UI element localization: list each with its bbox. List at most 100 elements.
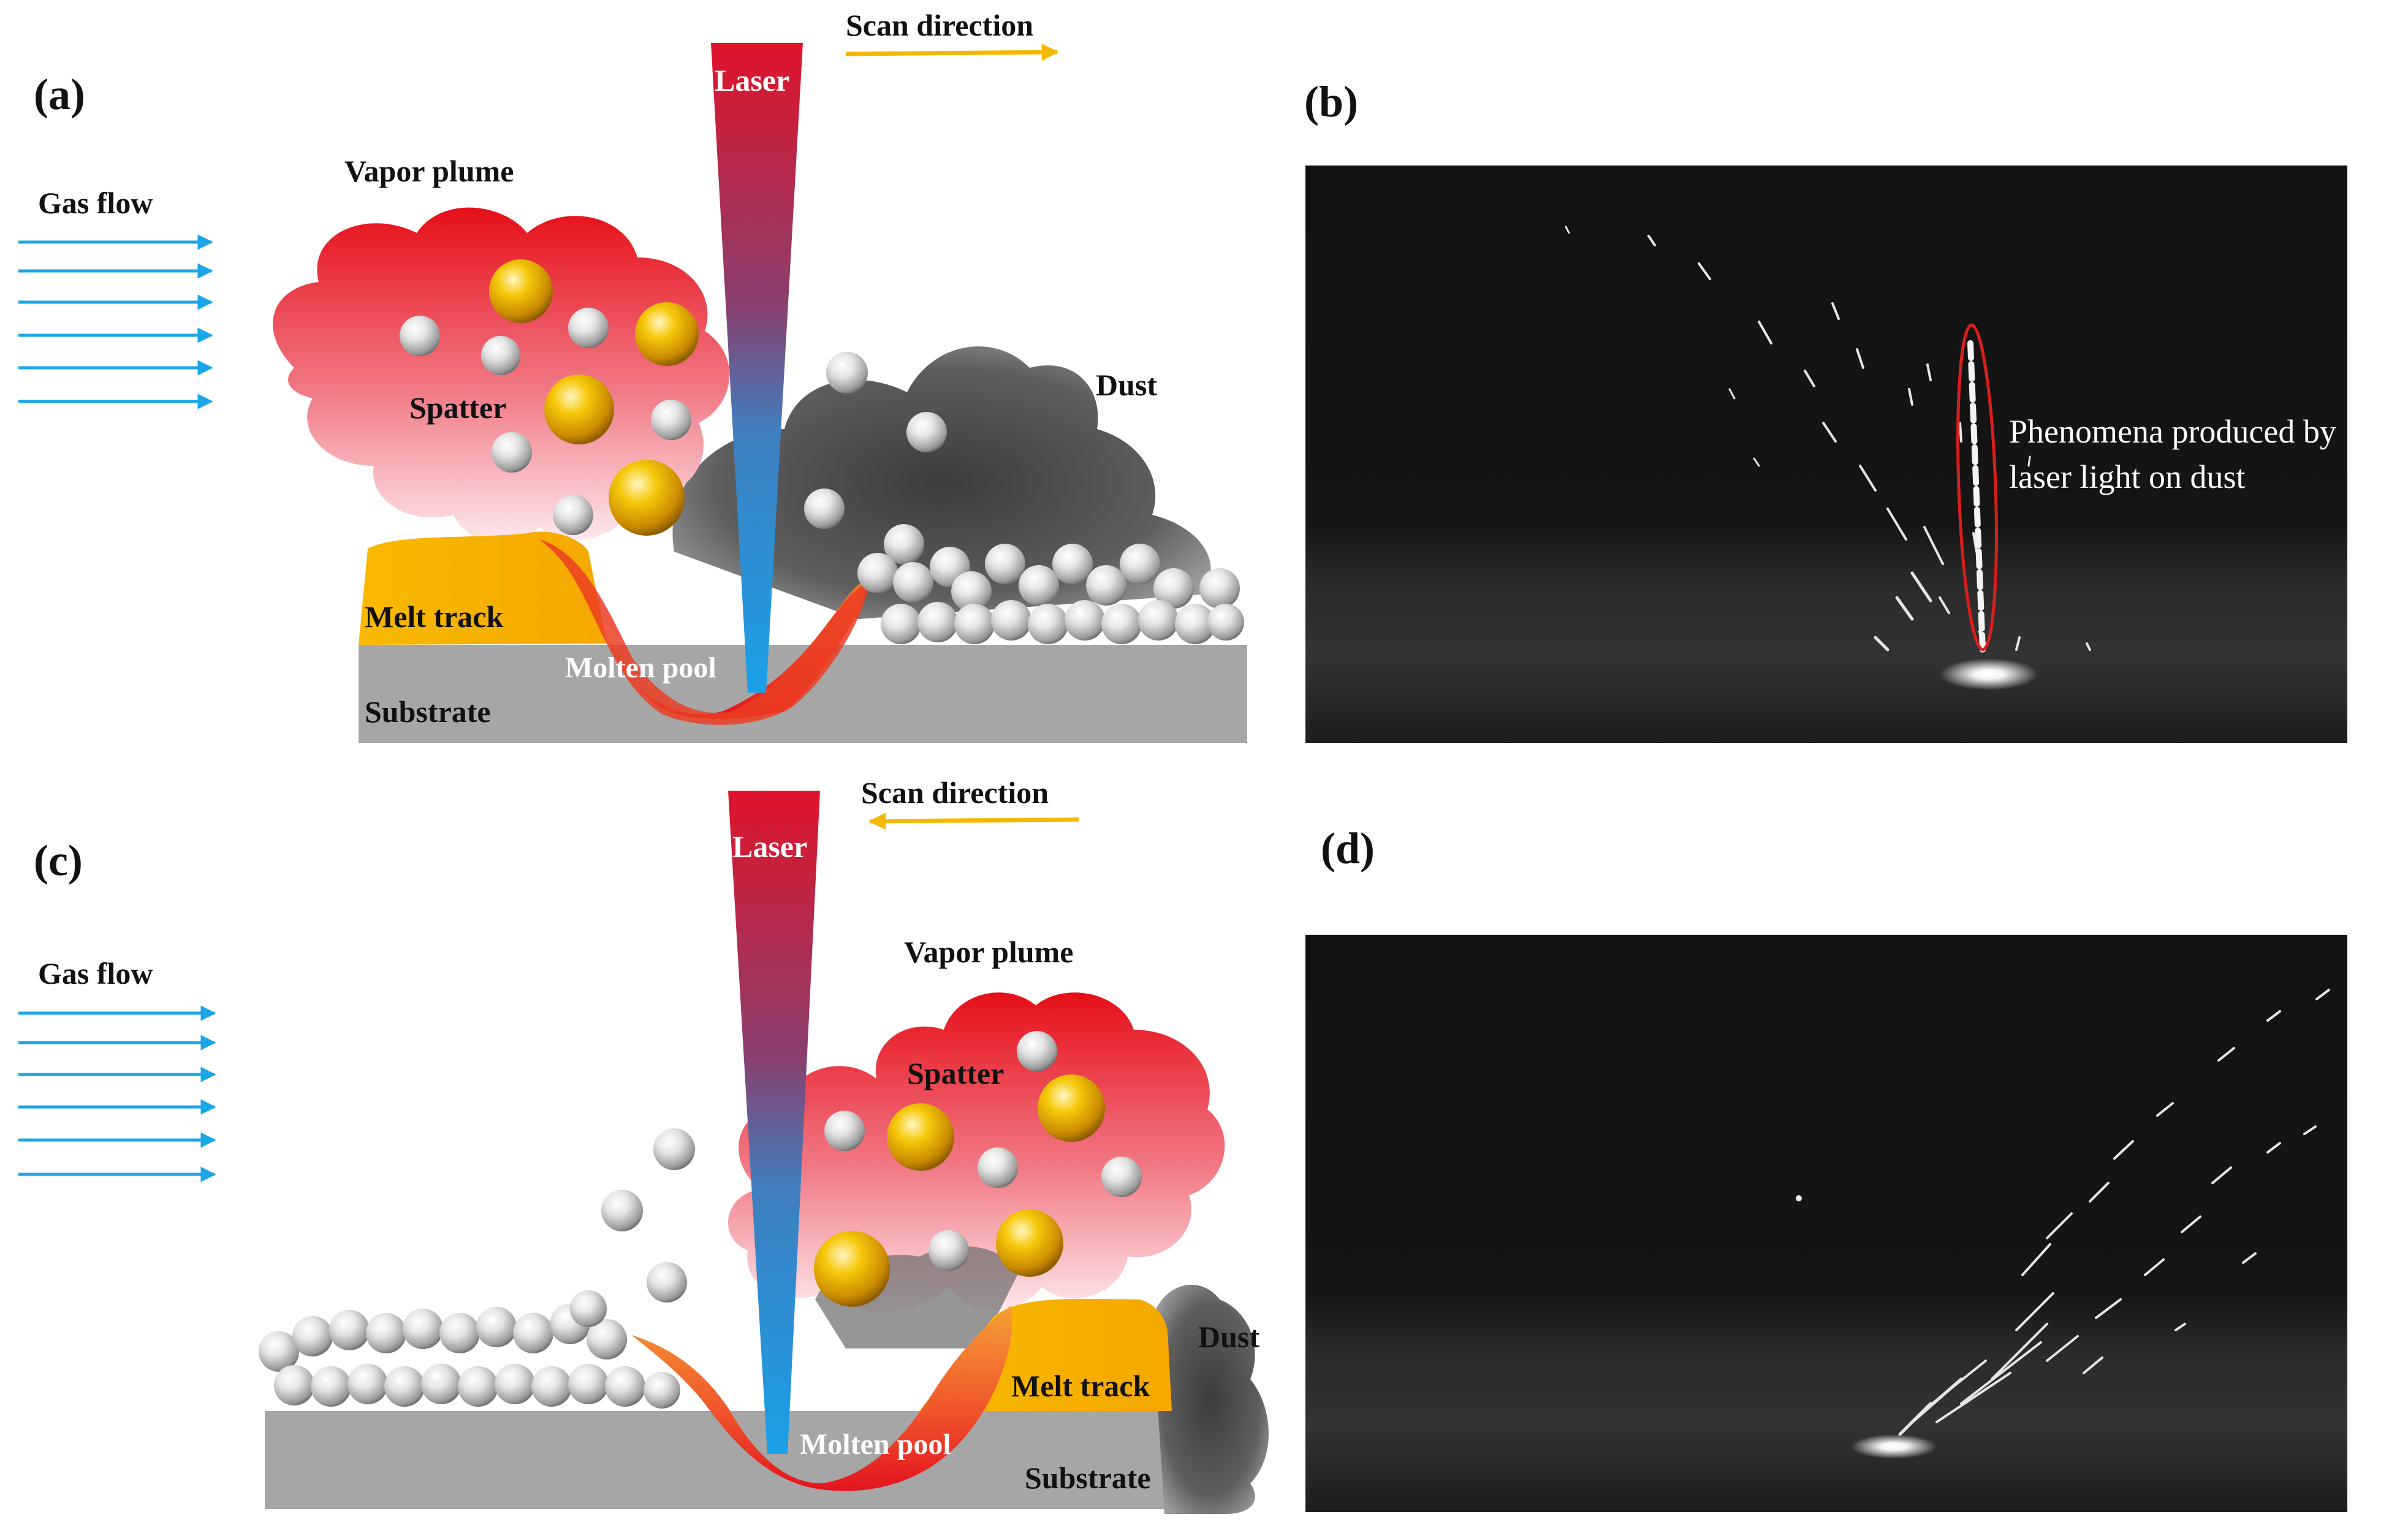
spatter-particle [489, 259, 553, 323]
panel-a-substrate-label: Substrate [365, 694, 491, 729]
spark-streak [1923, 1360, 1987, 1411]
powder-particle [1101, 1157, 1142, 1197]
panel-d-tag: (d) [1321, 824, 1375, 873]
panel-b-melt-glow [1940, 658, 2038, 690]
spark-streak [2211, 1166, 2232, 1184]
spark-streak [1698, 262, 1711, 280]
spark-streak [2089, 1182, 2110, 1203]
panel-c-spatter-particles [814, 1074, 1105, 1307]
spatter-particle [1038, 1074, 1105, 1142]
panel-c-scan-direction-arrow [868, 812, 1079, 830]
spark-streak [2027, 455, 2031, 467]
powder-particle [492, 432, 532, 473]
panel-c-gas-flow-label: Gas flow [38, 956, 153, 991]
powder-particle [906, 412, 947, 452]
spark-streak [2021, 1243, 2051, 1276]
spark-streak [2113, 1140, 2134, 1160]
powder-bed-particle [570, 1290, 607, 1327]
powder-bed-particle [1028, 604, 1068, 644]
powder-bed-particle [1207, 604, 1244, 641]
panel-a-laser-label: Laser [715, 63, 789, 97]
panel-c-gas-flow-arrows [18, 1005, 216, 1182]
panel-a-scan-direction-arrow [845, 44, 1059, 61]
spark-streak [1926, 363, 1932, 381]
powder-particle [651, 400, 691, 440]
spark-streak [1910, 571, 1932, 603]
spark-streak [2266, 1010, 2281, 1022]
panel-b-annotation-ellipse [1956, 323, 1998, 652]
powder-bed-particle [366, 1313, 406, 1353]
powder-particle [647, 1262, 687, 1303]
spark-streak [2315, 989, 2330, 1000]
powder-bed-particle [348, 1364, 388, 1404]
powder-bed-particle [1086, 565, 1126, 606]
spark-streak [2086, 642, 2091, 651]
powder-bed-particle [605, 1366, 645, 1407]
panel-b-spatter-streaks [1565, 226, 2091, 652]
panel-c-vapor-plume-label: Vapor plume [904, 935, 1073, 969]
powder-particle [929, 1230, 969, 1271]
panel-d: (d) [1305, 824, 2347, 1512]
panel-b-annotation-line1: Phenomena produced by [2009, 413, 2336, 450]
panel-c-substrate-label: Substrate [1025, 1461, 1151, 1495]
panel-c-dust-cloud [1152, 1285, 1269, 1514]
powder-bed-particle [644, 1372, 680, 1409]
spark-streak [1991, 1323, 2048, 1380]
panel-b-annotation-line2: laser light on dust [2009, 458, 2245, 495]
spark-streak [1758, 321, 1772, 344]
powder-bed-particle [985, 544, 1025, 584]
panel-c-tag: (c) [34, 836, 83, 885]
powder-bed-particle [329, 1310, 370, 1350]
powder-particle [978, 1147, 1018, 1188]
panel-b-tag: (b) [1304, 77, 1358, 126]
panel-a-ejected-powder [400, 308, 947, 535]
powder-particle [568, 308, 609, 348]
powder-bed-particle [439, 1313, 480, 1353]
powder-bed-particle [991, 600, 1031, 641]
panel-c-dust-label: Dust [1198, 1320, 1259, 1354]
panel-c-spatter-label: Spatter [907, 1056, 1004, 1090]
spark-streak [1565, 226, 1570, 234]
spark-streak [2303, 1125, 2317, 1135]
powder-bed-particle [568, 1364, 609, 1404]
spatter-particle [544, 375, 614, 444]
spark-streak [1753, 457, 1760, 467]
panel-d-melt-glow [1851, 1434, 1937, 1459]
spatter-particle [609, 460, 685, 536]
powder-bed-particle [1052, 544, 1093, 584]
panel-c-laser-beam [728, 791, 820, 1454]
powder-bed-particle [384, 1366, 425, 1407]
spark-streak [1859, 465, 1877, 492]
spark-streak [2156, 1102, 2174, 1117]
spark-streak [1972, 532, 1978, 553]
spark-streak [1886, 508, 1907, 541]
spark-streak [1939, 596, 1950, 614]
panel-d-spatter-streaks [1898, 989, 2330, 1436]
powder-particle [400, 316, 440, 356]
powder-bed-particle [1101, 604, 1142, 644]
panel-c-molten-pool [631, 1306, 1012, 1491]
panel-c: (c) Gas flow Scan direction Dust Vapor p… [18, 775, 1269, 1514]
panel-a-molten-pool [527, 532, 870, 720]
spark-streak [1647, 235, 1656, 246]
panel-d-spark-dot [1796, 1195, 1802, 1201]
powder-bed-particle [1199, 568, 1240, 609]
powder-bed-particle [1065, 600, 1105, 641]
panel-c-melt-track-label: Melt track [1011, 1369, 1150, 1403]
spark-streak [2174, 1323, 2186, 1331]
panel-a-molten-pool-label: Molten pool [565, 652, 716, 684]
powder-bed-particle [954, 604, 995, 644]
spatter-particle [996, 1209, 1063, 1277]
powder-bed-particle [458, 1366, 498, 1407]
powder-bed-particle [513, 1313, 553, 1353]
panel-c-ejected-powder [601, 1031, 1142, 1303]
panel-a-gas-flow-arrows [18, 234, 213, 409]
powder-bed-particle [893, 562, 933, 603]
powder-bed-particle [1019, 565, 1059, 606]
spatter-particle [887, 1103, 954, 1171]
powder-bed-particle [951, 571, 992, 612]
panel-a-molten-pool-core [539, 539, 870, 725]
spark-streak [2181, 1215, 2201, 1233]
powder-particle [804, 489, 845, 529]
powder-bed-particle [274, 1365, 314, 1405]
